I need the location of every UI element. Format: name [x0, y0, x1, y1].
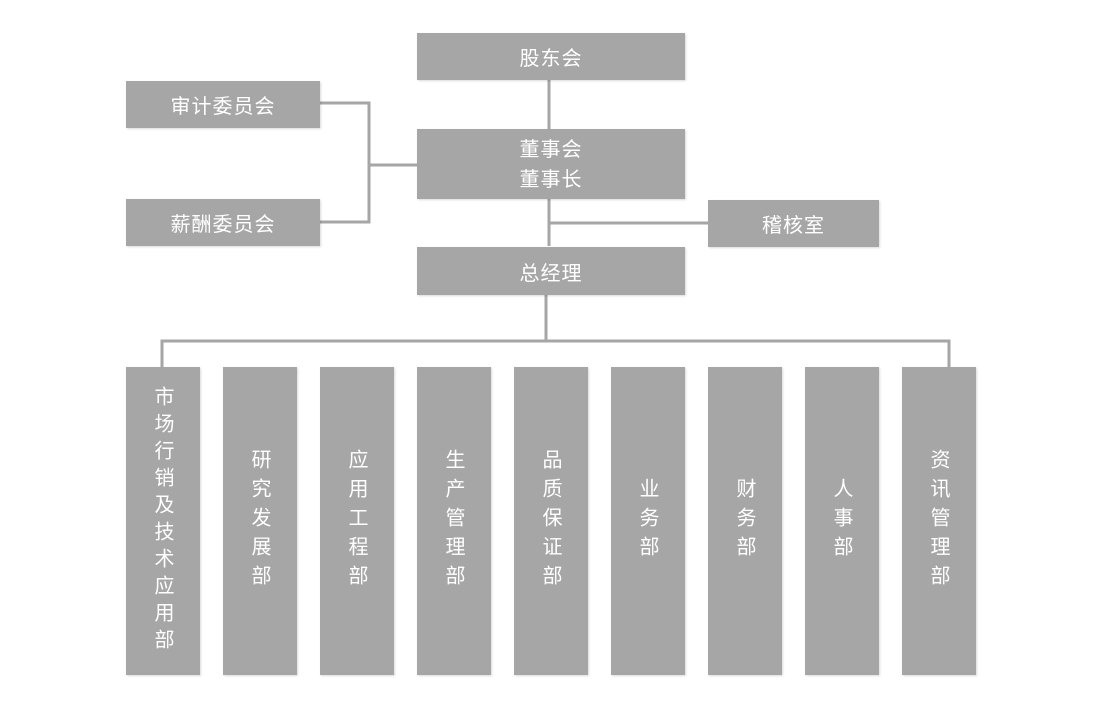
department-box-business: 业务部 — [611, 367, 685, 675]
board-label: 董事会 — [519, 137, 583, 161]
audit-office-label: 稽核室 — [762, 213, 825, 237]
department-label: 研究发展部 — [248, 448, 272, 594]
department-label: 资讯管理部 — [927, 448, 951, 594]
department-box-rnd: 研究发展部 — [223, 367, 297, 675]
audit-committee-label: 审计委员会 — [170, 94, 276, 118]
department-label: 财务部 — [733, 477, 757, 565]
compensation-committee-box: 薪酬委员会 — [126, 199, 320, 246]
department-label: 品质保证部 — [539, 448, 563, 594]
connector-department-bus — [160, 339, 951, 367]
department-box-production: 生产管理部 — [417, 367, 491, 675]
connector-committees — [320, 101, 371, 224]
general-manager-box: 总经理 — [417, 247, 685, 295]
department-box-quality: 品质保证部 — [514, 367, 588, 675]
department-box-app-engineering: 应用工程部 — [320, 367, 394, 675]
audit-committee-box: 审计委员会 — [126, 81, 320, 128]
department-box-hr: 人事部 — [805, 367, 879, 675]
department-label: 市场行销及技术应用部 — [151, 386, 175, 656]
audit-office-box: 稽核室 — [708, 200, 879, 247]
department-label: 业务部 — [636, 477, 660, 565]
department-box-marketing: 市场行销及技术应用部 — [126, 367, 200, 675]
shareholders-box: 股东会 — [417, 33, 685, 80]
general-manager-label: 总经理 — [519, 260, 583, 285]
department-label: 应用工程部 — [345, 448, 369, 594]
department-box-it: 资讯管理部 — [902, 367, 976, 675]
chairman-label: 董事长 — [519, 167, 583, 191]
department-label: 生产管理部 — [442, 448, 466, 594]
shareholders-label: 股东会 — [519, 46, 583, 70]
board-box: 董事会 董事长 — [417, 129, 685, 199]
compensation-committee-label: 薪酬委员会 — [170, 212, 276, 236]
department-box-finance: 财务部 — [708, 367, 782, 675]
department-label: 人事部 — [830, 477, 854, 565]
